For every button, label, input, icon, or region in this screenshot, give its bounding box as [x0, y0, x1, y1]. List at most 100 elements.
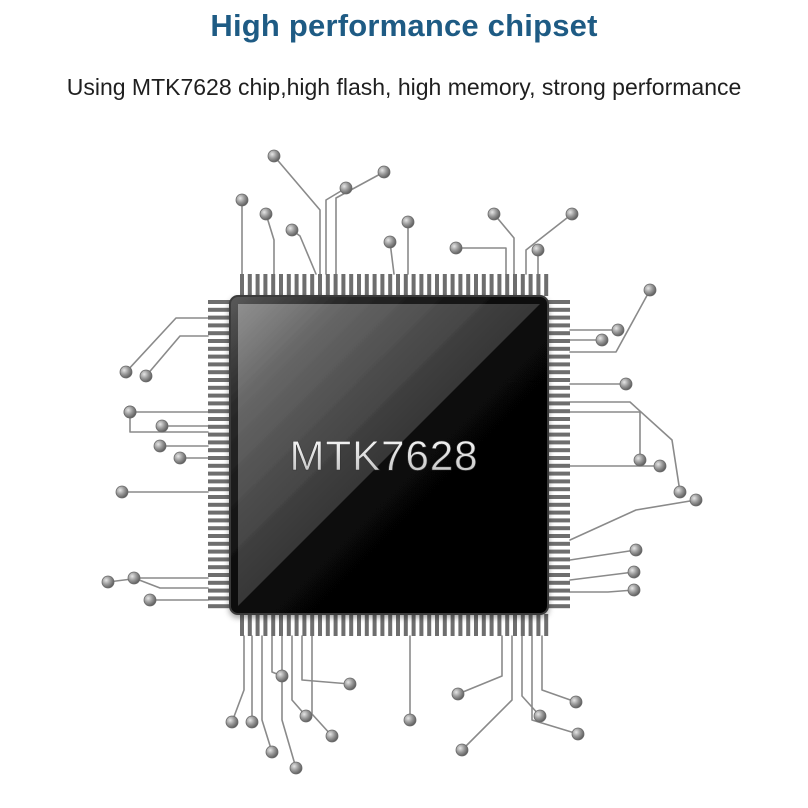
trace-node — [673, 485, 687, 499]
trace-node — [259, 207, 273, 221]
chip-pin — [388, 274, 393, 296]
chip-pin — [548, 479, 570, 484]
chip-pin — [419, 274, 424, 296]
chip-pin — [474, 274, 478, 296]
chip-pin — [208, 518, 230, 523]
trace-node — [325, 729, 339, 743]
trace-node — [689, 493, 703, 507]
chip-pin — [403, 274, 408, 296]
chip-pin — [325, 274, 330, 296]
trace-node — [153, 439, 167, 453]
chip-pin — [548, 378, 570, 382]
chip-pin — [279, 614, 283, 636]
trace-node — [403, 713, 417, 727]
chip-pin — [466, 614, 471, 636]
chip-pin — [497, 274, 502, 296]
chip-pin — [240, 274, 244, 296]
chip-pin — [208, 409, 230, 414]
trace-node — [265, 745, 279, 759]
chip-pin — [489, 614, 494, 636]
trace-node — [245, 715, 259, 729]
chip-pin — [208, 300, 230, 304]
chip-pin — [481, 614, 486, 636]
chip-pin — [513, 614, 517, 636]
chip-gloss — [238, 304, 540, 606]
trace-node — [571, 727, 585, 741]
chip-pin — [548, 385, 570, 390]
chip-pin — [208, 534, 230, 538]
trace-node — [285, 223, 299, 237]
chip-pin — [208, 596, 230, 601]
chip-pin — [427, 614, 432, 636]
chip-pin — [396, 274, 400, 296]
circuit-trace — [569, 401, 681, 493]
chip-pin — [208, 526, 230, 531]
chip-pin — [548, 526, 570, 531]
circuit-trace — [107, 577, 209, 583]
trace-node — [569, 695, 583, 709]
trace-node — [343, 677, 357, 691]
chip-pin — [548, 440, 570, 445]
chip-pin — [279, 274, 283, 296]
chip-pin — [548, 463, 570, 468]
chip-pin — [310, 274, 315, 296]
chip-label: MTK7628 — [289, 432, 478, 479]
chip-pin — [548, 549, 570, 554]
circuit-trace — [301, 635, 351, 685]
chip-pin — [536, 274, 541, 296]
trace-node — [267, 149, 281, 163]
trace-node — [339, 181, 353, 195]
chip-pin — [548, 580, 570, 585]
circuit-trace — [291, 229, 317, 275]
circuit-trace — [569, 589, 635, 593]
chip-pin — [208, 370, 230, 375]
circuit-trace — [569, 411, 641, 461]
chip-pin — [427, 274, 432, 296]
chip-pin — [208, 354, 230, 359]
chip-pin — [548, 424, 570, 429]
chip-pin — [548, 323, 570, 328]
chip-pin — [294, 614, 299, 636]
chip-pin — [548, 307, 570, 312]
chip-pin — [208, 424, 230, 429]
circuit-trace — [569, 549, 637, 561]
circuit-trace — [335, 171, 385, 275]
chip-pin — [372, 614, 377, 636]
chip-pin — [208, 346, 230, 351]
chip-pin — [333, 614, 338, 636]
chip-pin — [310, 614, 315, 636]
trace-node — [455, 743, 469, 757]
circuit-trace — [265, 213, 275, 275]
chip-pin — [481, 274, 486, 296]
chip-pin — [325, 614, 330, 636]
circuit-trace — [291, 635, 307, 717]
chip-pin — [548, 573, 570, 577]
circuit-trace — [133, 577, 209, 589]
trace-node — [275, 669, 289, 683]
trace-node — [451, 687, 465, 701]
chip-pin — [208, 573, 230, 577]
chip-pin — [548, 510, 570, 515]
chip-pin — [208, 315, 230, 320]
chip-pin — [263, 614, 268, 636]
circuit-trace — [569, 499, 697, 541]
chip-pin — [208, 339, 230, 343]
page-subtitle: Using MTK7628 chip,high flash, high memo… — [66, 74, 742, 100]
chip-pin — [548, 518, 570, 523]
chip-pin — [318, 614, 322, 636]
chip-pin — [208, 385, 230, 390]
chip-pin — [548, 596, 570, 601]
chip-pin — [548, 409, 570, 414]
circuit-traces — [107, 155, 697, 769]
chip-pin — [271, 614, 276, 636]
chip-pin — [505, 614, 510, 636]
chip-pin — [341, 274, 346, 296]
chip-pin — [364, 274, 369, 296]
chip-pin — [548, 432, 570, 437]
chip-pin — [548, 370, 570, 375]
chip-pin — [548, 354, 570, 359]
chip-pin — [548, 541, 570, 546]
circuit-trace — [125, 317, 209, 373]
chip-pin — [388, 614, 393, 636]
chip-pin — [364, 614, 369, 636]
